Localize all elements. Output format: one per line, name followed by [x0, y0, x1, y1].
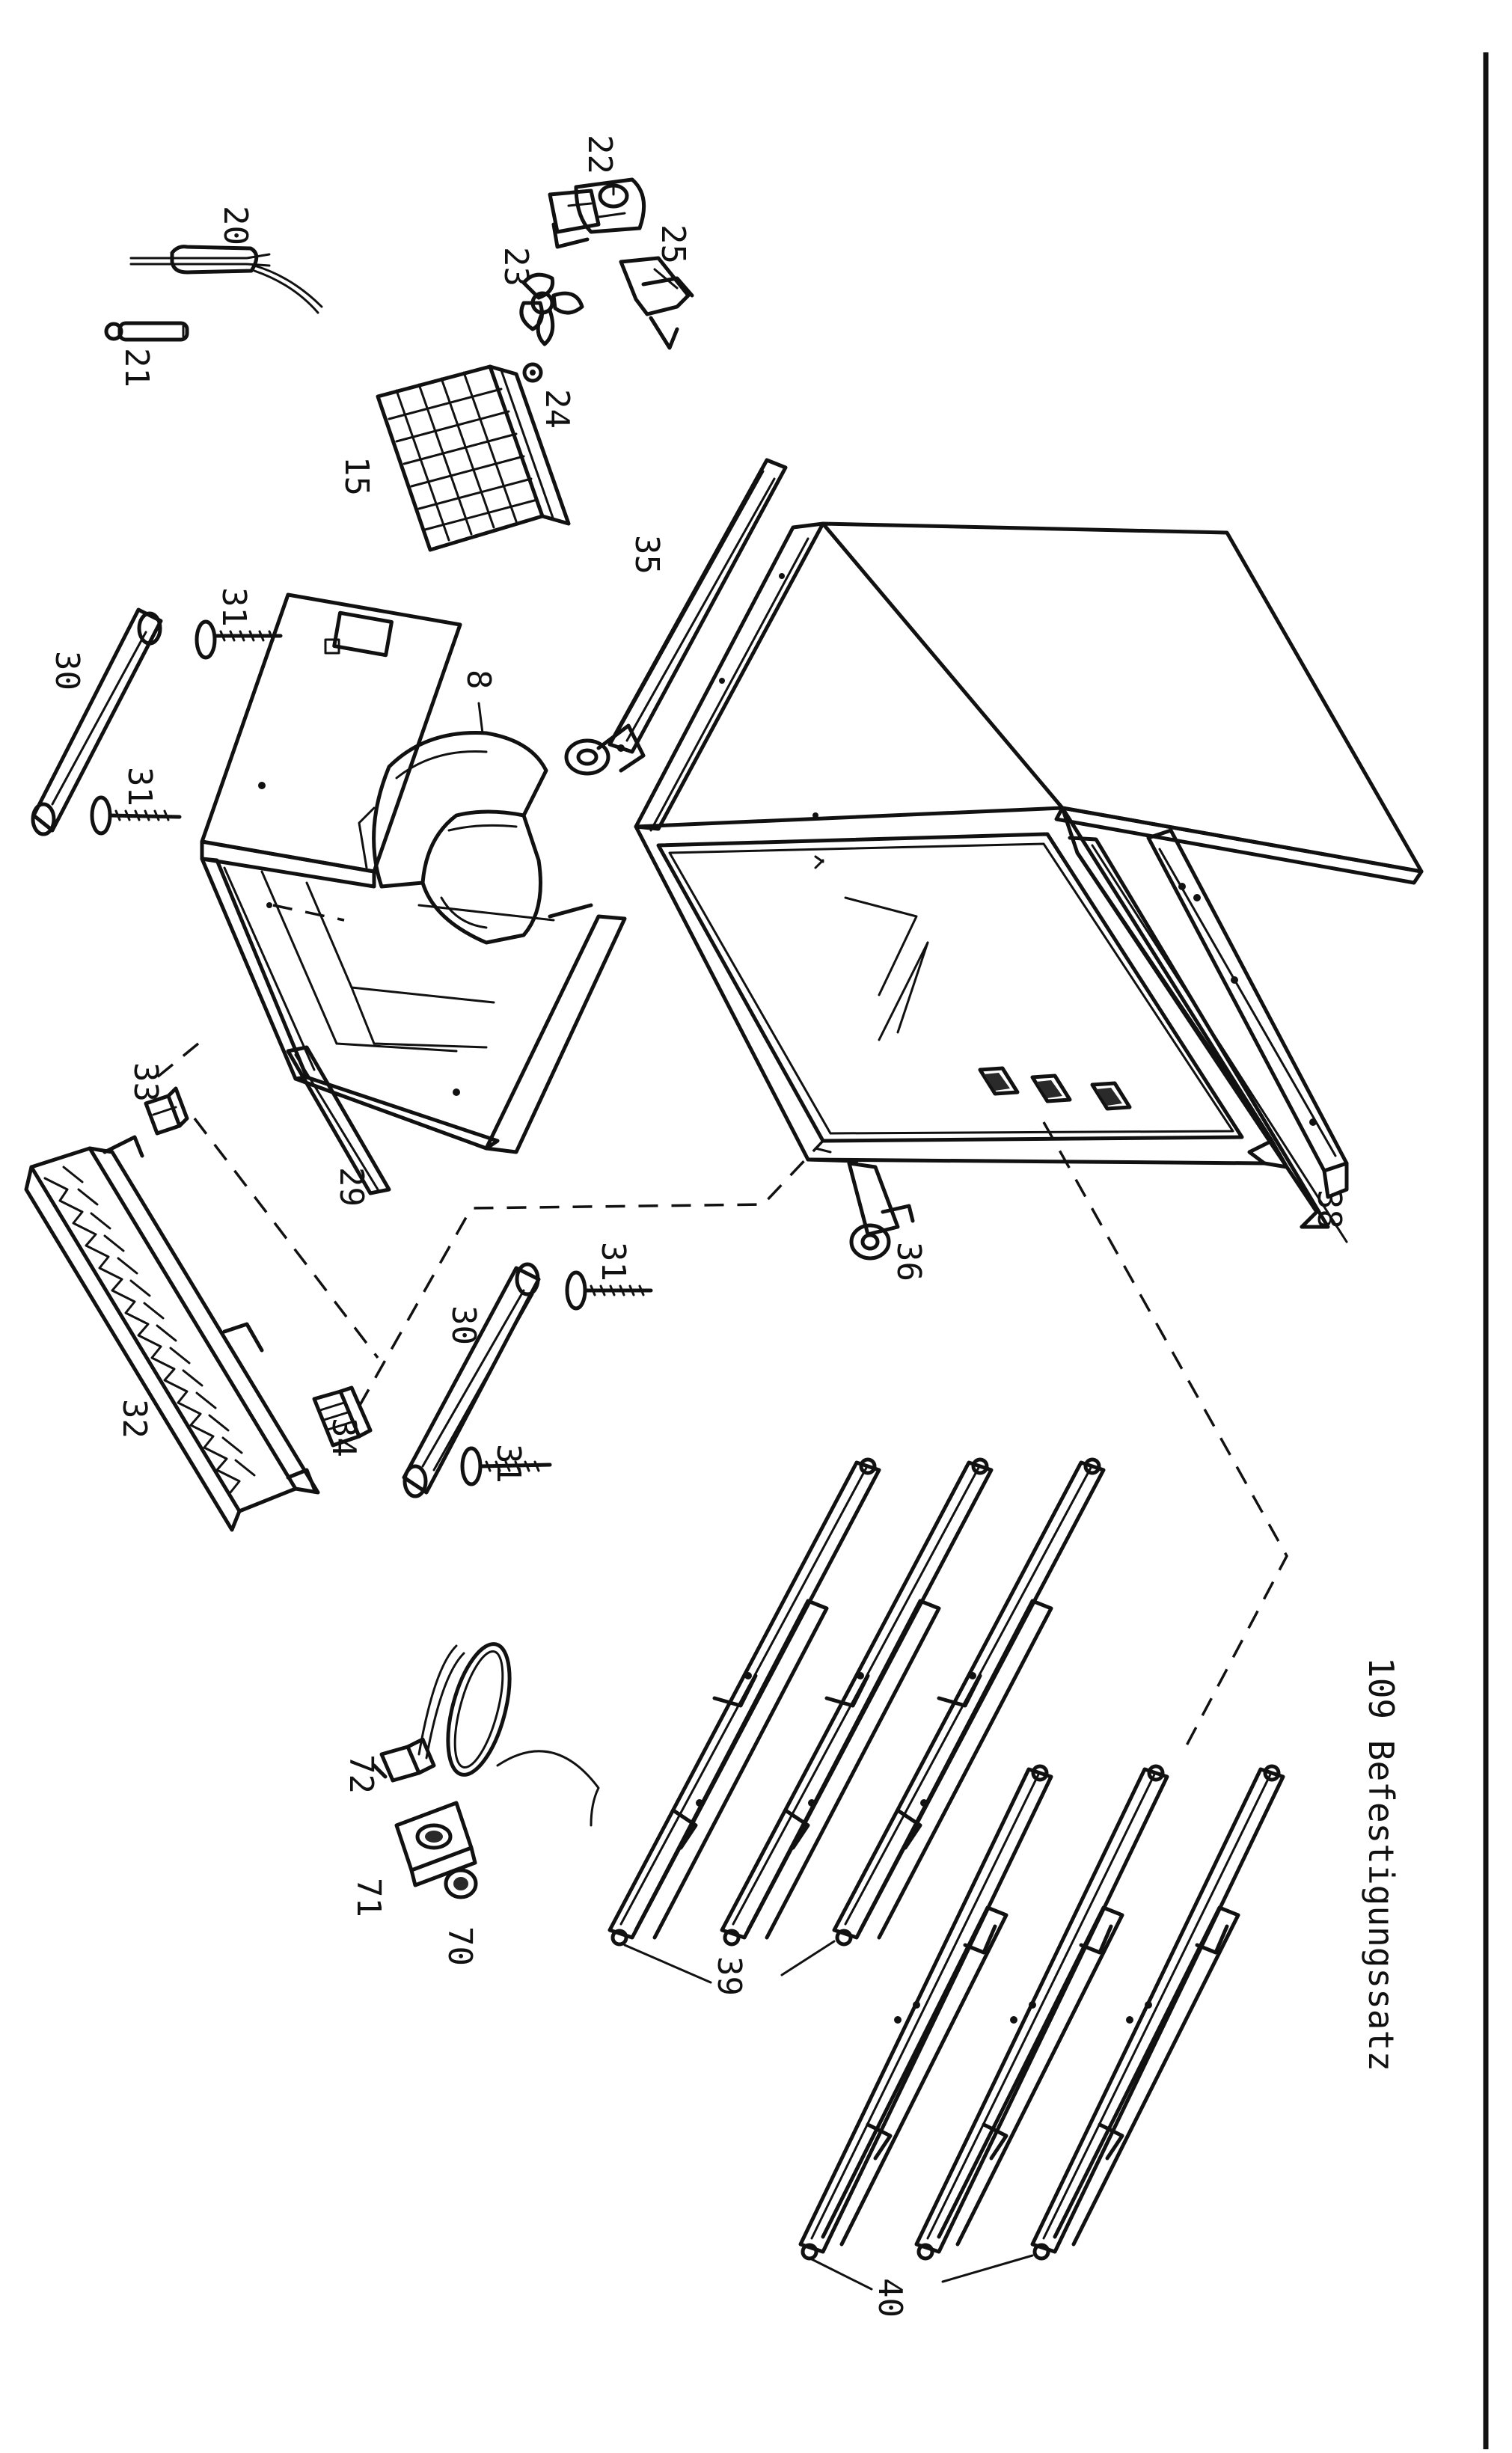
part-25-bracket: [619, 256, 694, 350]
leader-line-39: [623, 1940, 836, 1984]
part-32-front-grille: [24, 1135, 320, 1532]
leader-line-33-34: [156, 1042, 379, 1359]
label-36: 36: [890, 1242, 928, 1281]
label-24: 24: [538, 389, 576, 429]
part-40-telescopic-rail-3: [1030, 1764, 1285, 2261]
label-23: 23: [497, 247, 535, 287]
leader-line-40: [1042, 1121, 1288, 1748]
label-29: 29: [332, 1167, 370, 1207]
label-34: 34: [325, 1418, 363, 1457]
label-31-a: 31: [215, 587, 253, 627]
part-23-fan-blade: [519, 272, 584, 346]
part-40-telescopic-rail-1: [798, 1764, 1053, 2261]
part-30-handle-lower: [402, 1262, 541, 1498]
label-30-b: 30: [444, 1305, 483, 1345]
part-40-telescopic-rail-2: [914, 1764, 1169, 2261]
label-21: 21: [117, 348, 156, 388]
leader-line-8: [477, 702, 484, 735]
part-31-screw-a: [195, 619, 283, 660]
part-34-connector-clip: [312, 1385, 373, 1448]
thermostat-capillary-coil: [417, 1642, 600, 1827]
part-38-side-rail: [1146, 828, 1349, 1199]
part-21-pin: [104, 321, 189, 342]
part-70-thermostat-knob: [444, 1868, 478, 1899]
machine-compartment-frame: [200, 592, 627, 1154]
leader-line-40b: [810, 2254, 1034, 2291]
label-31-b: 31: [120, 767, 159, 806]
part-36-roller-bracket: [847, 1161, 915, 1261]
label-22: 22: [581, 135, 619, 174]
part-24-washer: [522, 362, 543, 383]
label-15: 15: [337, 456, 376, 496]
part-31-screw-d: [460, 1446, 552, 1486]
label-32: 32: [115, 1399, 153, 1439]
part-39-telescopic-rail-3: [832, 1457, 1106, 1947]
part-31-screw-c: [565, 1270, 653, 1311]
label-8: 8: [459, 670, 498, 690]
part-22-motor-bracket: [548, 177, 646, 249]
label-30-a: 30: [48, 651, 86, 690]
part-15-condenser-grid: [376, 364, 571, 552]
label-20: 20: [216, 206, 254, 245]
label-72: 72: [342, 1754, 380, 1794]
label-33: 33: [126, 1062, 165, 1102]
main-cabinet: [634, 521, 1424, 1243]
part-72-thermostat-head: [372, 1737, 436, 1783]
label-31-c: 31: [594, 1242, 632, 1281]
label-38: 38: [1310, 1189, 1348, 1229]
assembly-kit-note: 109 Befestigungssatz: [1361, 1657, 1401, 2071]
label-70: 70: [441, 1926, 479, 1966]
label-39: 39: [710, 1956, 748, 1996]
part-33-clip: [144, 1086, 189, 1136]
part-35-slide-rail: [564, 458, 788, 776]
label-71: 71: [349, 1878, 388, 1917]
part-39-telescopic-rail-1: [607, 1457, 881, 1947]
leader-line-34-36: [358, 1139, 824, 1407]
part-20-sensor: [129, 245, 323, 314]
label-35: 35: [628, 535, 666, 575]
part-71-thermostat-housing: [394, 1801, 477, 1887]
label-31-d: 31: [489, 1444, 527, 1483]
part-31-screw-b: [90, 795, 182, 836]
label-40: 40: [871, 2278, 909, 2318]
part-30-handle-upper: [31, 607, 163, 836]
label-25: 25: [654, 224, 692, 264]
part-39-telescopic-rail-2: [720, 1457, 994, 1947]
part-29-panel-strip: [286, 1045, 391, 1195]
